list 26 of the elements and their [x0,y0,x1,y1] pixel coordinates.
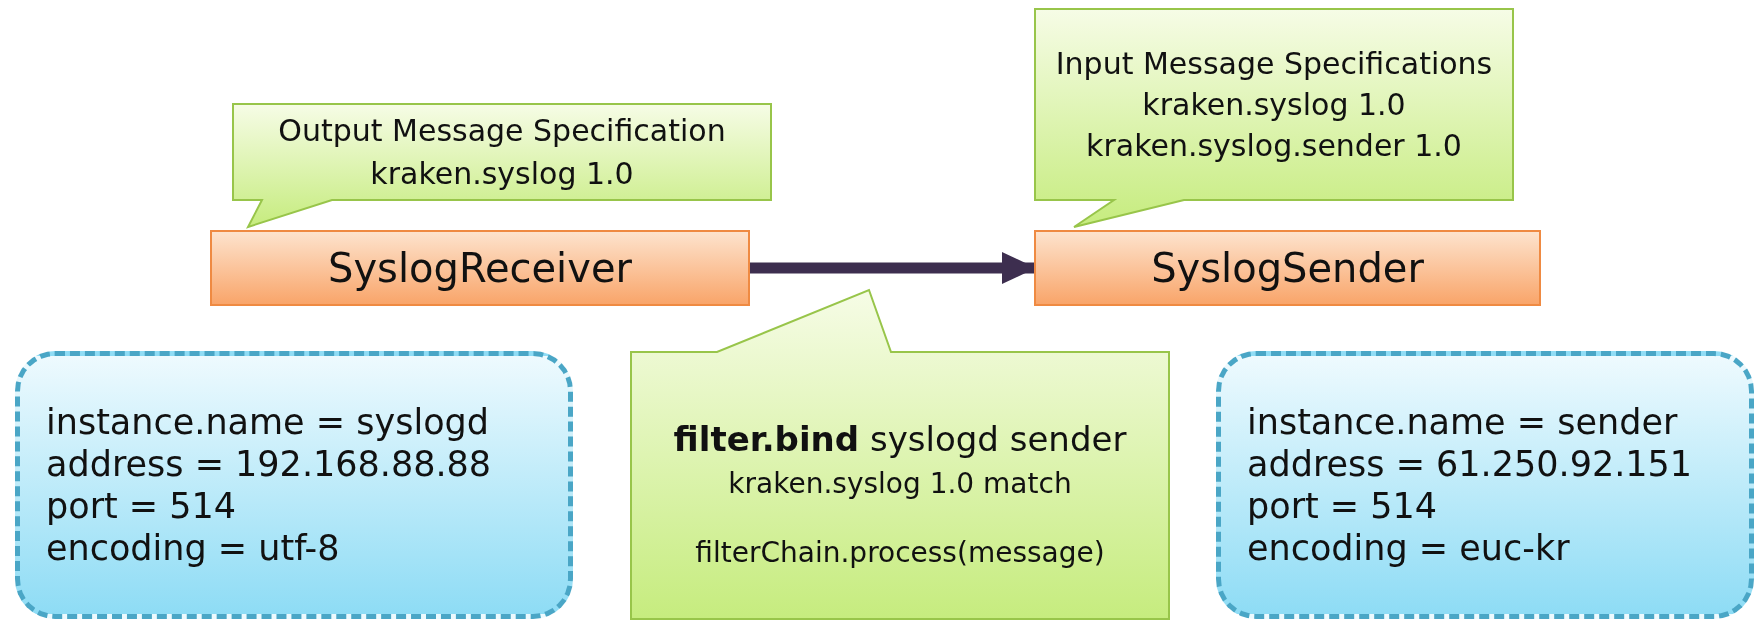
config-line: instance.name = syslogd [46,401,490,443]
config-line: port = 514 [46,485,238,527]
config-line: instance.name = sender [1247,401,1679,443]
callout-text: kraken.syslog.sender 1.0 [1086,127,1462,163]
config-box [15,351,573,619]
callout-text: filterChain.process(message) [695,536,1105,569]
config-line: encoding = euc-kr [1247,527,1571,569]
speech-callout [1034,8,1514,228]
callout-text: kraken.syslog 1.0 [370,155,634,191]
component-name: SyslogSender [1151,245,1424,291]
component-box [210,230,750,306]
config-line: address = 61.250.92.151 [1247,443,1694,485]
config-box [1216,351,1754,619]
speech-callout [232,103,772,228]
component-name: SyslogReceiver [328,245,632,291]
callout-text: kraken.syslog 1.0 [1142,86,1406,122]
component-box [1034,230,1541,306]
config-line: encoding = utf-8 [46,527,341,569]
config-line: address = 192.168.88.88 [46,443,493,485]
config-line: port = 514 [1247,485,1439,527]
callout-text: Input Message Specifications [1055,45,1493,81]
callout-text: kraken.syslog 1.0 match [728,467,1072,500]
arrow [750,252,1036,284]
callout-text: filter.bind syslogd sender [673,419,1127,459]
callout-text: Output Message Specification [278,112,726,148]
speech-callout [630,289,1170,620]
